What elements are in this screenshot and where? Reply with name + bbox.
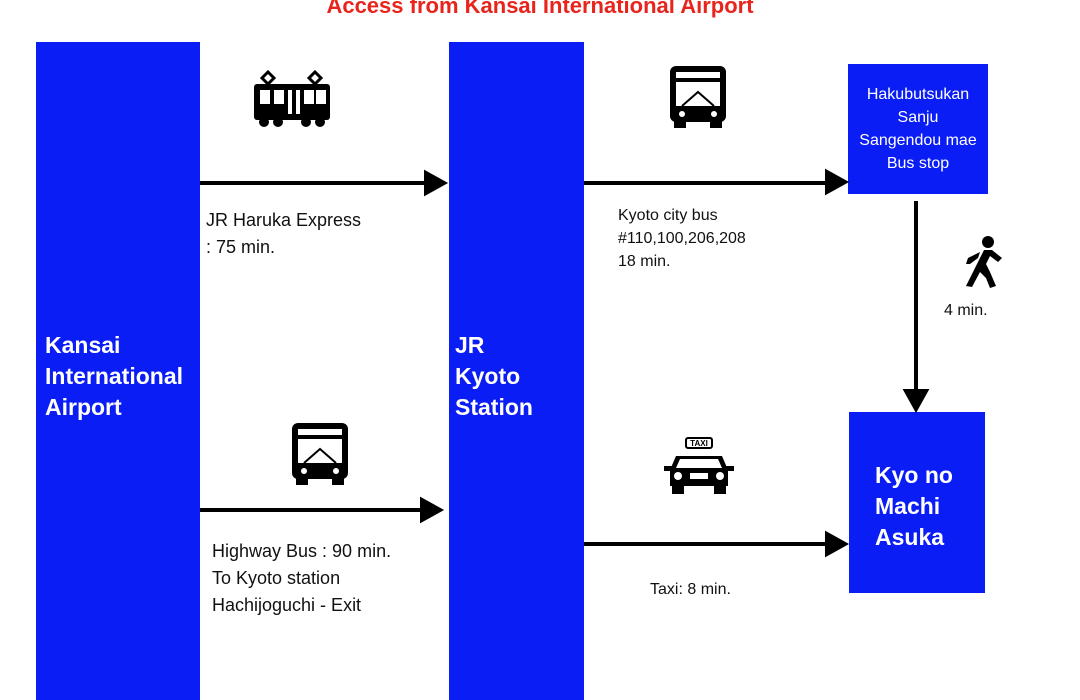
kyoto-station-label: JR Kyoto Station (455, 332, 533, 420)
taxi-arrowhead (825, 530, 850, 558)
bus-icon (292, 423, 348, 485)
taxi-sign-label: TAXI (690, 439, 708, 448)
taxi-caption: Taxi: 8 min. (650, 581, 731, 598)
kansai-airport-label: Kansai International Airport (45, 332, 184, 420)
highway-bus-arrowhead (420, 496, 445, 524)
kansai-airport-block: Kansai International Airport (36, 42, 200, 700)
train-icon (254, 70, 330, 127)
city-bus-arrowhead (825, 168, 850, 196)
city-bus-caption: Kyoto city bus #110,100,206,208 18 min. (618, 207, 746, 270)
highway-bus-caption: Highway Bus : 90 min. To Kyoto station H… (212, 541, 392, 615)
kyoto-station-block: JR Kyoto Station (449, 42, 584, 700)
diagram-title: Access from Kansai International Airport (326, 0, 754, 18)
walk-arrowhead (902, 389, 930, 414)
walking-person-icon (966, 236, 1002, 288)
asuka-label: Kyo no Machi Asuka (875, 462, 953, 550)
walk-caption: 4 min. (944, 302, 988, 319)
bus-icon (670, 66, 726, 128)
taxi-icon: TAXI (664, 437, 734, 494)
haruka-caption: JR Haruka Express : 75 min. (206, 210, 362, 257)
bus-stop-block: Hakubutsukan Sanju Sangendou mae Bus sto… (848, 64, 988, 194)
bus-stop-label: Hakubutsukan Sanju Sangendou mae Bus sto… (859, 86, 977, 172)
haruka-arrowhead (424, 169, 449, 197)
asuka-block: Kyo no Machi Asuka (849, 412, 985, 593)
